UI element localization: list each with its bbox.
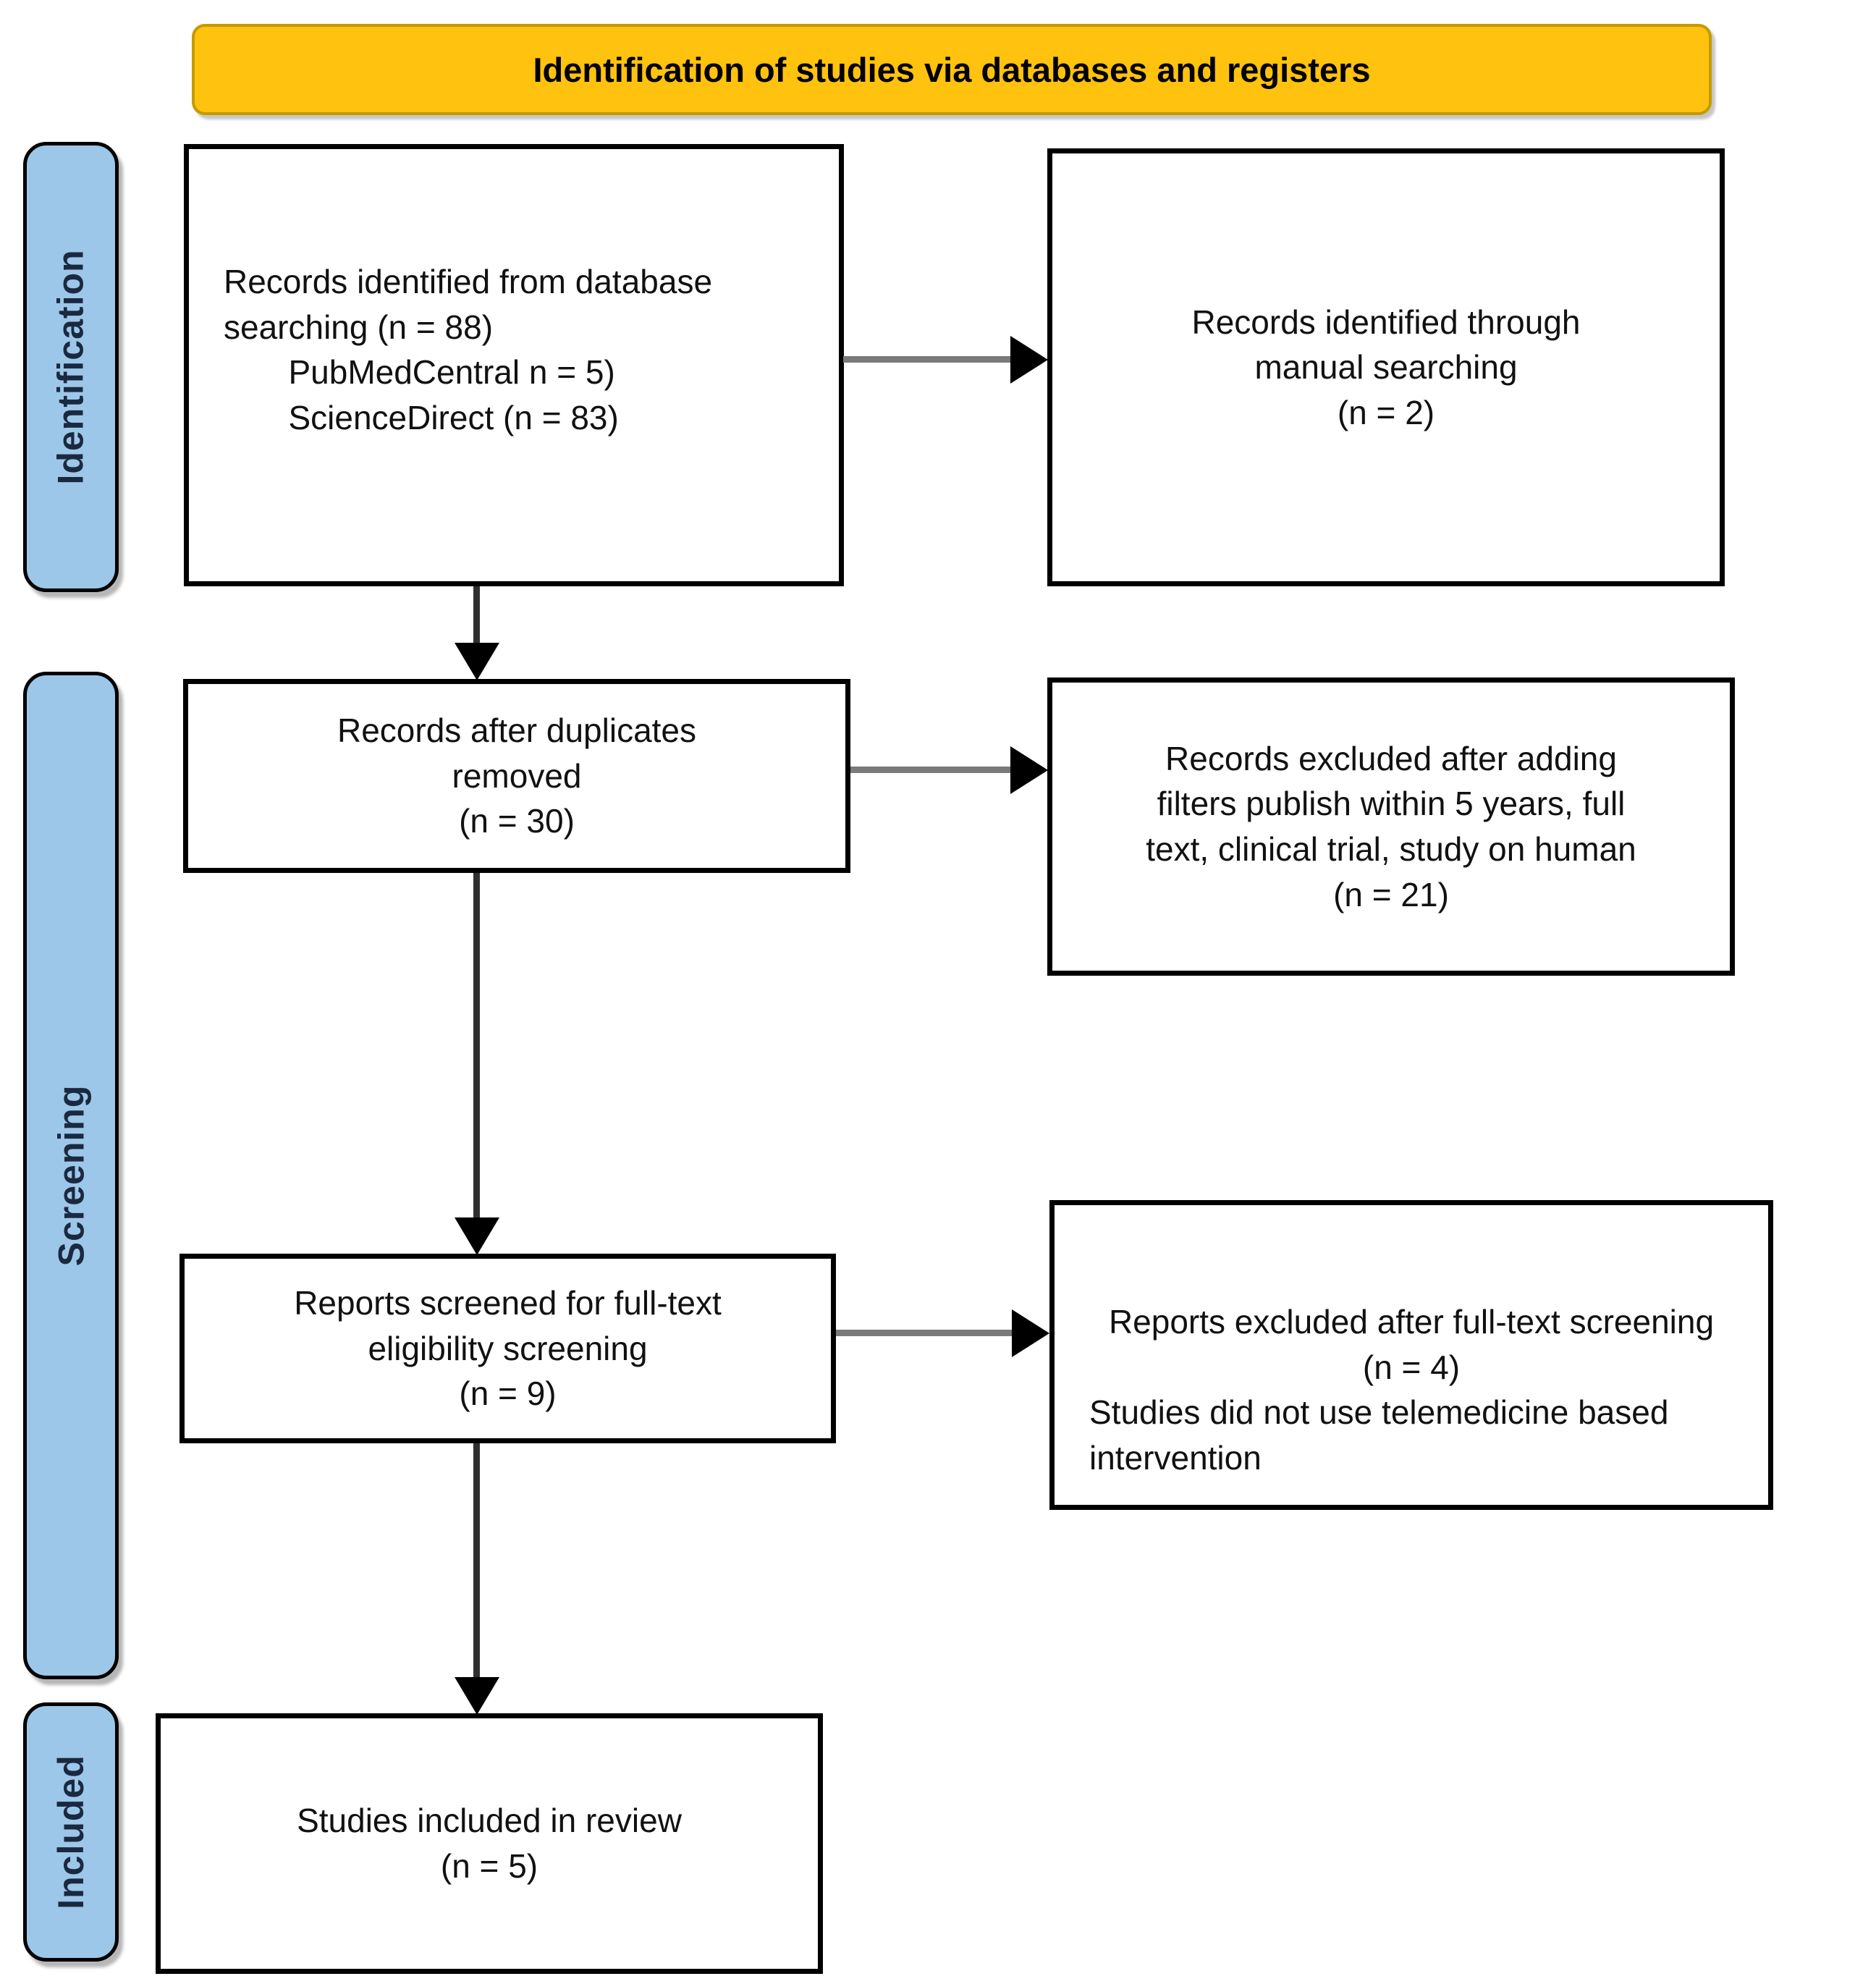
- flow-box-fulltext-excluded: Reports excluded after full-text screeni…: [1049, 1200, 1773, 1510]
- flow-box-filter-excluded: Records excluded after adding filters pu…: [1047, 677, 1735, 976]
- arrowhead-right-icon: [1010, 746, 1048, 794]
- stage-label-included: Included: [51, 1755, 92, 1909]
- flow-box-manual-records: Records identified through manual search…: [1047, 148, 1725, 586]
- stage-bar-screening: Screening: [23, 672, 119, 1679]
- arrowhead-down-icon: [455, 643, 499, 680]
- stage-bar-identification: Identification: [23, 142, 119, 592]
- arrowhead-right-icon: [1012, 1309, 1049, 1357]
- flow-box-duplicates-removed: Records after duplicates removed (n = 30…: [183, 679, 850, 873]
- arrowhead-down-icon: [455, 1217, 499, 1255]
- connector-database-to-manual-line: [843, 356, 1011, 363]
- stage-label-screening: Screening: [51, 1084, 91, 1267]
- connector-screened-to-excluded-line: [836, 1330, 1013, 1336]
- connector-dedup-to-screened-line: [473, 873, 480, 1220]
- connector-screened-to-included-line: [473, 1443, 480, 1679]
- stage-bar-included: Included: [23, 1702, 119, 1962]
- flow-box-database-records: Records identified from database searchi…: [184, 144, 844, 586]
- flow-box-fulltext-screened: Reports screened for full-text eligibili…: [179, 1254, 836, 1443]
- fulltext-excluded-header: Reports excluded after full-text screeni…: [1108, 1303, 1715, 1386]
- arrowhead-down-icon: [455, 1677, 499, 1715]
- connector-database-to-dedup-line: [473, 586, 480, 647]
- connector-dedup-to-filters-line: [850, 767, 1011, 773]
- fulltext-excluded-note: Studies did not use telemedicine based i…: [1089, 1393, 1669, 1477]
- stage-label-identification: Identification: [51, 249, 92, 485]
- diagram-title-banner: Identification of studies via databases …: [192, 24, 1712, 115]
- flow-box-included-review: Studies included in review (n = 5): [156, 1713, 823, 1974]
- arrowhead-right-icon: [1010, 336, 1048, 384]
- diagram-title: Identification of studies via databases …: [533, 50, 1371, 89]
